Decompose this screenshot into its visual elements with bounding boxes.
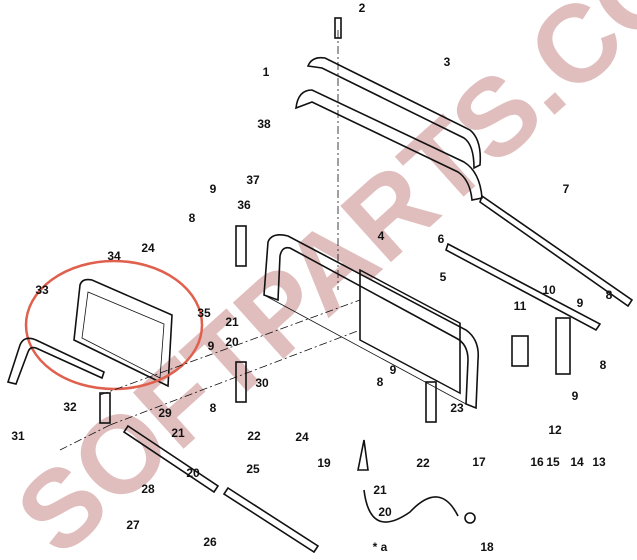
callout-12: 12 bbox=[548, 423, 562, 437]
callout-3: 3 bbox=[444, 55, 451, 69]
highlight-circle bbox=[24, 259, 204, 391]
callout-9: 9 bbox=[577, 296, 584, 310]
clip-19 bbox=[357, 439, 369, 471]
callout-8: 8 bbox=[606, 288, 613, 302]
callout-8: 8 bbox=[210, 401, 217, 415]
callout-9: 9 bbox=[208, 339, 215, 353]
callout-25: 25 bbox=[246, 462, 260, 476]
plate-25 bbox=[122, 424, 220, 494]
callout-32: 32 bbox=[63, 400, 77, 414]
callout-26: 26 bbox=[203, 535, 217, 549]
callout-20: 20 bbox=[225, 335, 239, 349]
callout-4: 4 bbox=[378, 229, 385, 243]
callout-11: 11 bbox=[514, 299, 527, 313]
callout-18: 18 bbox=[480, 540, 494, 554]
callout-14: 14 bbox=[570, 455, 584, 469]
callout-36: 36 bbox=[237, 198, 251, 212]
callout-17: 17 bbox=[472, 455, 486, 469]
callout-9: 9 bbox=[572, 389, 579, 403]
callout-10: 10 bbox=[542, 283, 556, 297]
plate-11 bbox=[511, 335, 529, 367]
callout-27: 27 bbox=[126, 518, 140, 532]
callout-21: 21 bbox=[373, 483, 387, 497]
hinge-23 bbox=[425, 381, 437, 423]
leader-line bbox=[59, 424, 111, 451]
callout-19: 19 bbox=[317, 456, 331, 470]
callout-23: 23 bbox=[450, 401, 464, 415]
callout-7: 7 bbox=[563, 182, 570, 196]
callout-16: 16 bbox=[530, 455, 544, 469]
callout-labels: 1234567891011121314151617181920212223242… bbox=[11, 1, 612, 554]
window-glass bbox=[81, 291, 165, 379]
leader-line bbox=[263, 294, 467, 405]
callout-22: 22 bbox=[416, 456, 430, 470]
frame-window bbox=[359, 268, 461, 395]
hinge-36 bbox=[235, 225, 247, 267]
callout-29: 29 bbox=[158, 406, 172, 420]
callout-24: 24 bbox=[295, 430, 309, 444]
callout-5: 5 bbox=[440, 270, 447, 284]
bracket-33 bbox=[6, 337, 105, 385]
bow-3 bbox=[306, 56, 482, 170]
callout-9: 9 bbox=[390, 363, 397, 377]
callout-6: 6 bbox=[438, 232, 445, 246]
callout-31: 31 bbox=[11, 429, 25, 443]
callout-a: * a bbox=[373, 540, 388, 554]
callout-37: 37 bbox=[246, 173, 260, 187]
callout-20: 20 bbox=[186, 466, 200, 480]
callout-28: 28 bbox=[141, 482, 155, 496]
bow-1 bbox=[295, 89, 483, 201]
callout-21: 21 bbox=[225, 315, 239, 329]
callout-35: 35 bbox=[197, 306, 211, 320]
callout-15: 15 bbox=[546, 455, 560, 469]
callout-34: 34 bbox=[107, 249, 121, 263]
leader-line bbox=[109, 329, 361, 426]
callout-13: 13 bbox=[592, 455, 606, 469]
callout-21: 21 bbox=[171, 426, 185, 440]
plate-25b bbox=[222, 486, 320, 554]
callout-9: 9 bbox=[210, 182, 217, 196]
pin-18 bbox=[464, 512, 476, 524]
callout-20: 20 bbox=[378, 505, 392, 519]
callout-8: 8 bbox=[600, 358, 607, 372]
bolt-2 bbox=[334, 17, 342, 39]
callout-8: 8 bbox=[377, 375, 384, 389]
callout-38: 38 bbox=[257, 117, 271, 131]
callout-1: 1 bbox=[263, 65, 270, 79]
callout-2: 2 bbox=[359, 1, 366, 15]
callout-8: 8 bbox=[189, 211, 196, 225]
window-34 bbox=[73, 278, 173, 388]
callout-33: 33 bbox=[35, 283, 49, 297]
leader-line bbox=[99, 299, 361, 396]
cable-18 bbox=[363, 489, 459, 523]
hinge-30 bbox=[235, 361, 247, 403]
rod-7 bbox=[479, 194, 634, 308]
callout-22: 22 bbox=[247, 429, 261, 443]
callout-30: 30 bbox=[255, 376, 269, 390]
callout-24: 24 bbox=[141, 241, 155, 255]
plate-10 bbox=[555, 317, 571, 375]
rod-6 bbox=[445, 242, 602, 332]
